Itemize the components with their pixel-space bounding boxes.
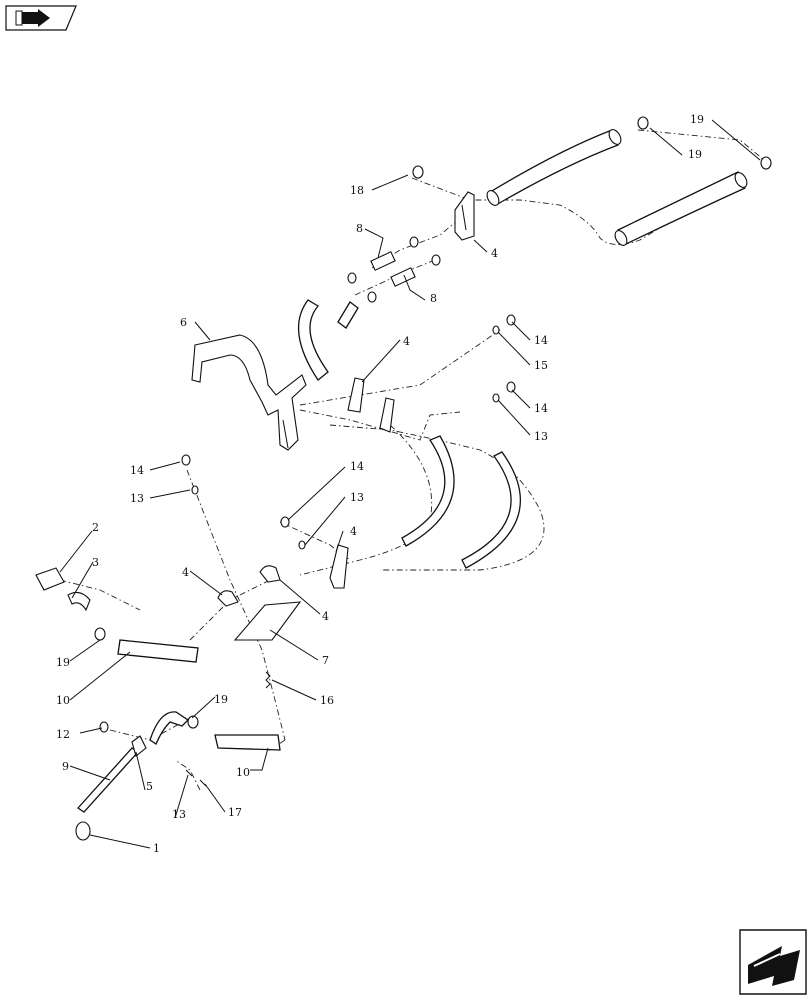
tube-upper bbox=[149, 711, 190, 745]
callout-4: 4 bbox=[491, 247, 498, 260]
callout-7: 7 bbox=[322, 654, 329, 667]
callout-14: 14 bbox=[534, 334, 548, 347]
callout-17: 17 bbox=[228, 806, 242, 819]
callout-13: 13 bbox=[130, 492, 144, 505]
connector-8b bbox=[390, 267, 416, 287]
hose-long-b bbox=[461, 451, 521, 569]
connector-8a bbox=[370, 251, 396, 271]
clamp-mid-b bbox=[379, 397, 395, 433]
leader-lines bbox=[59, 119, 761, 849]
callout-10: 10 bbox=[56, 694, 70, 707]
callout-10: 10 bbox=[236, 766, 250, 779]
hose-mid-b bbox=[337, 301, 359, 329]
callout-2: 2 bbox=[92, 521, 99, 534]
clamp-mid-a bbox=[347, 377, 365, 413]
callout-8: 8 bbox=[430, 292, 437, 305]
fitting-2 bbox=[35, 567, 65, 591]
bracket-6 bbox=[191, 334, 307, 451]
elbow-3 bbox=[67, 591, 91, 612]
callout-13: 13 bbox=[350, 491, 364, 504]
clamp-right bbox=[329, 544, 349, 589]
callout-1: 1 bbox=[153, 842, 160, 855]
callout-14: 14 bbox=[350, 460, 364, 473]
callout-19: 19 bbox=[56, 656, 70, 669]
clamp-left bbox=[217, 590, 239, 607]
next-page-arrow-icon[interactable] bbox=[739, 929, 807, 995]
callout-9: 9 bbox=[62, 760, 69, 773]
callout-4: 4 bbox=[403, 335, 410, 348]
callout-19: 19 bbox=[688, 148, 702, 161]
hose-10-right bbox=[214, 734, 281, 751]
callout-12: 12 bbox=[56, 728, 70, 741]
callout-4: 4 bbox=[350, 525, 357, 538]
spring-16 bbox=[265, 671, 271, 689]
hose-upper-b bbox=[617, 171, 746, 246]
callout-8: 8 bbox=[356, 222, 363, 235]
hose-long-a bbox=[401, 435, 455, 547]
callout-14: 14 bbox=[534, 402, 548, 415]
callout-labels: 18 8 8 4 19 19 6 4 14 15 14 13 14 13 14 … bbox=[56, 113, 704, 855]
callout-15: 15 bbox=[534, 359, 548, 372]
callout-18: 18 bbox=[350, 184, 364, 197]
callout-4: 4 bbox=[322, 610, 329, 623]
callout-19: 19 bbox=[214, 693, 228, 706]
callout-4: 4 bbox=[182, 566, 189, 579]
callout-5: 5 bbox=[146, 780, 153, 793]
tube-9 bbox=[77, 747, 139, 813]
hose-upper-a bbox=[489, 129, 619, 206]
callout-3: 3 bbox=[92, 556, 99, 569]
plate-7 bbox=[233, 601, 302, 641]
callout-14: 14 bbox=[130, 464, 144, 477]
callout-19: 19 bbox=[690, 113, 704, 126]
callout-13: 13 bbox=[534, 430, 548, 443]
hose-10-left bbox=[117, 639, 199, 663]
hose-mid-a bbox=[297, 299, 329, 381]
clamp-top bbox=[454, 191, 475, 241]
callout-16: 16 bbox=[320, 694, 334, 707]
parts bbox=[35, 116, 772, 841]
previous-page-arrow-icon[interactable] bbox=[5, 5, 77, 31]
routing-lines bbox=[59, 129, 771, 791]
callout-13: 13 bbox=[172, 808, 186, 821]
callout-6: 6 bbox=[180, 316, 187, 329]
